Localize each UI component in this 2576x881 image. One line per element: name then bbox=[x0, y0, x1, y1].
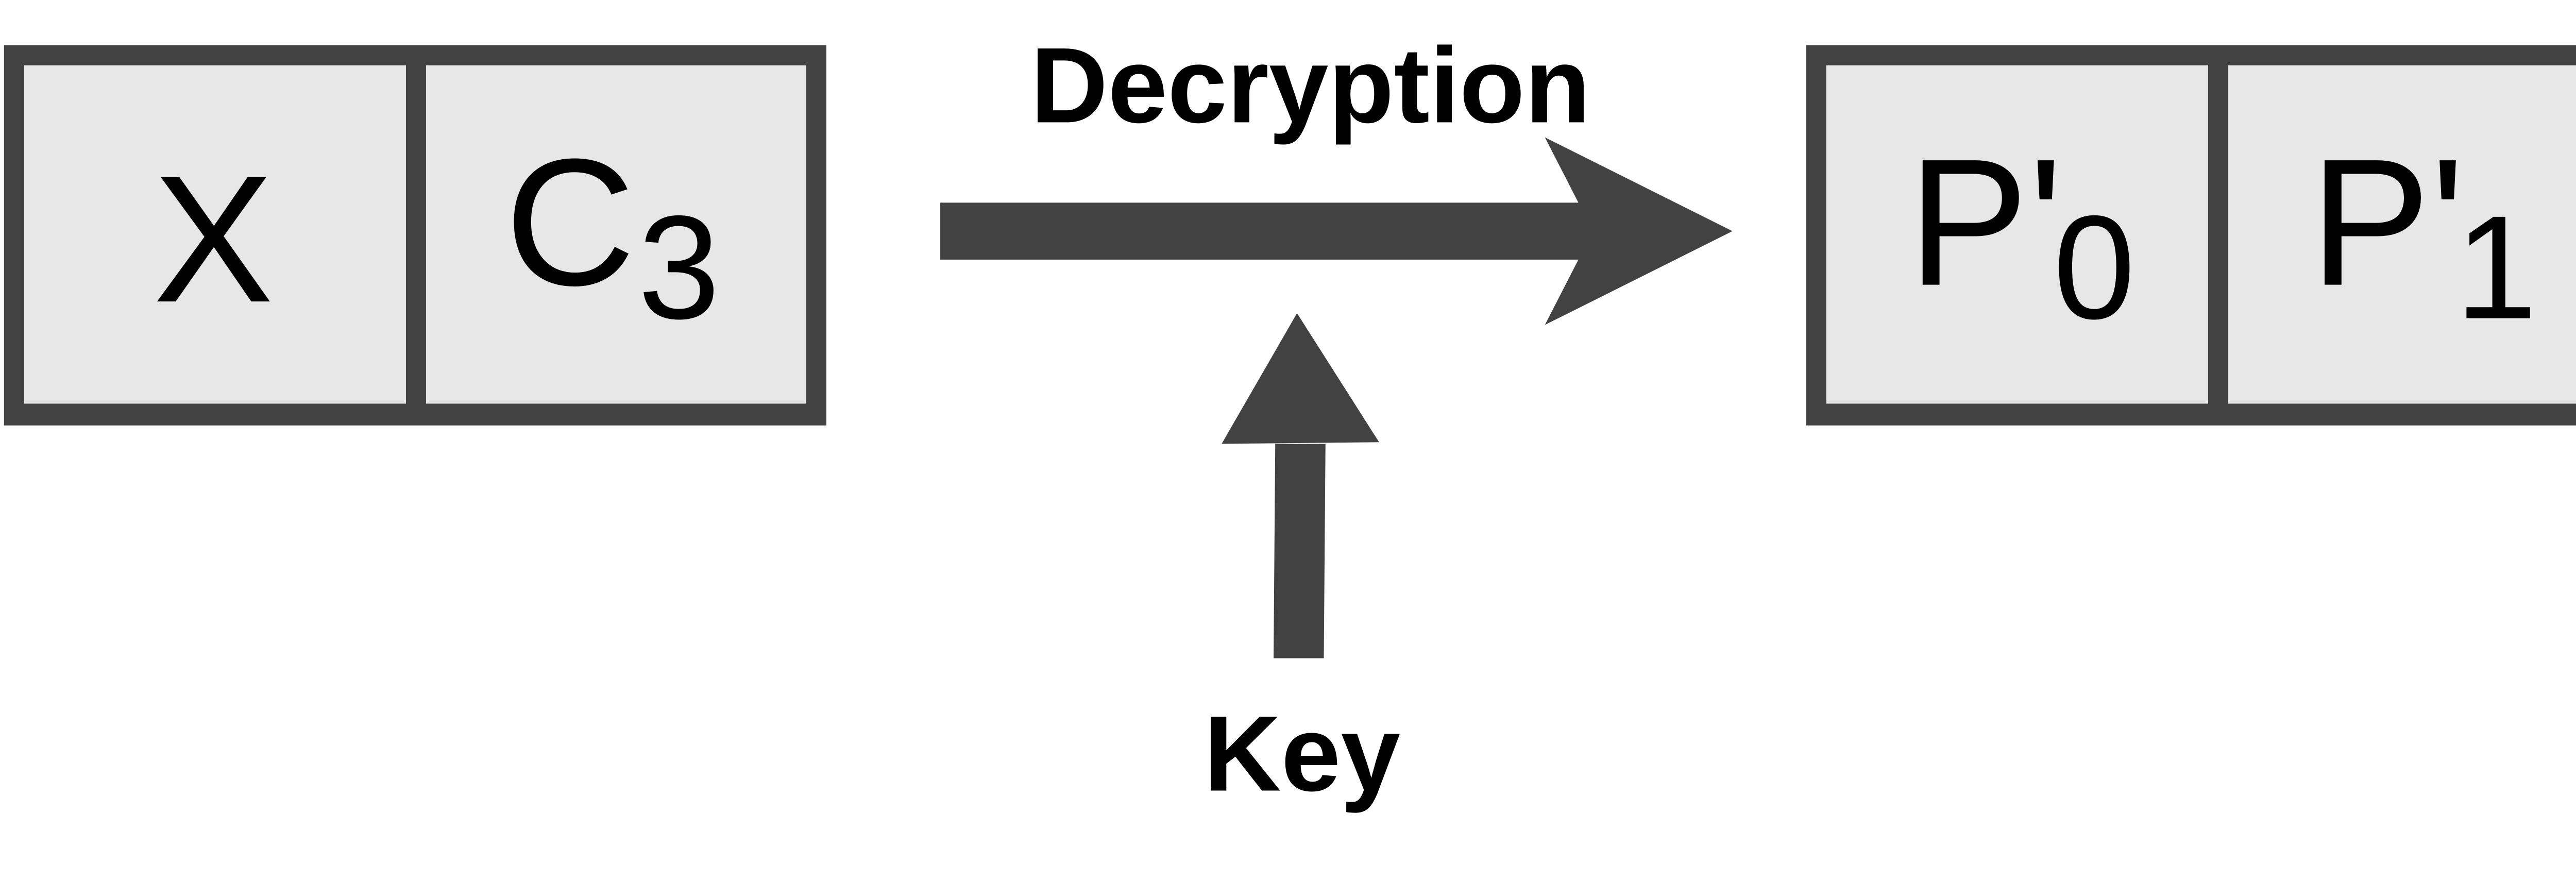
key-arrow-head bbox=[1222, 313, 1379, 444]
output-cell-p0-subscript: 0 bbox=[2053, 185, 2135, 350]
input-cell-c-label: C bbox=[505, 122, 636, 324]
key-arrow-shaft bbox=[1273, 444, 1326, 658]
input-cell-x bbox=[24, 65, 406, 404]
key-label: Key bbox=[1204, 694, 1400, 814]
decryption-arrow-head bbox=[1545, 137, 1733, 325]
decryption-arrow-shaft bbox=[940, 202, 1585, 260]
output-cell-p1 bbox=[2228, 65, 2576, 404]
output-block: P' 0 P' 1 bbox=[1806, 45, 2576, 426]
output-cell-p1-subscript: 1 bbox=[2455, 185, 2537, 350]
input-block: X C 3 bbox=[4, 45, 826, 426]
input-cell-c3 bbox=[426, 65, 806, 404]
output-cell-p0-label: P' bbox=[1908, 122, 2063, 324]
input-cell-c-subscript: 3 bbox=[638, 185, 720, 350]
decryption-arrow bbox=[940, 137, 1733, 325]
output-cell-p1-label: P' bbox=[2310, 122, 2465, 324]
input-cell-x-label: X bbox=[153, 138, 274, 340]
output-cell-p0 bbox=[1826, 65, 2209, 404]
decryption-label: Decryption bbox=[1030, 26, 1590, 145]
key-arrow bbox=[1222, 313, 1379, 658]
